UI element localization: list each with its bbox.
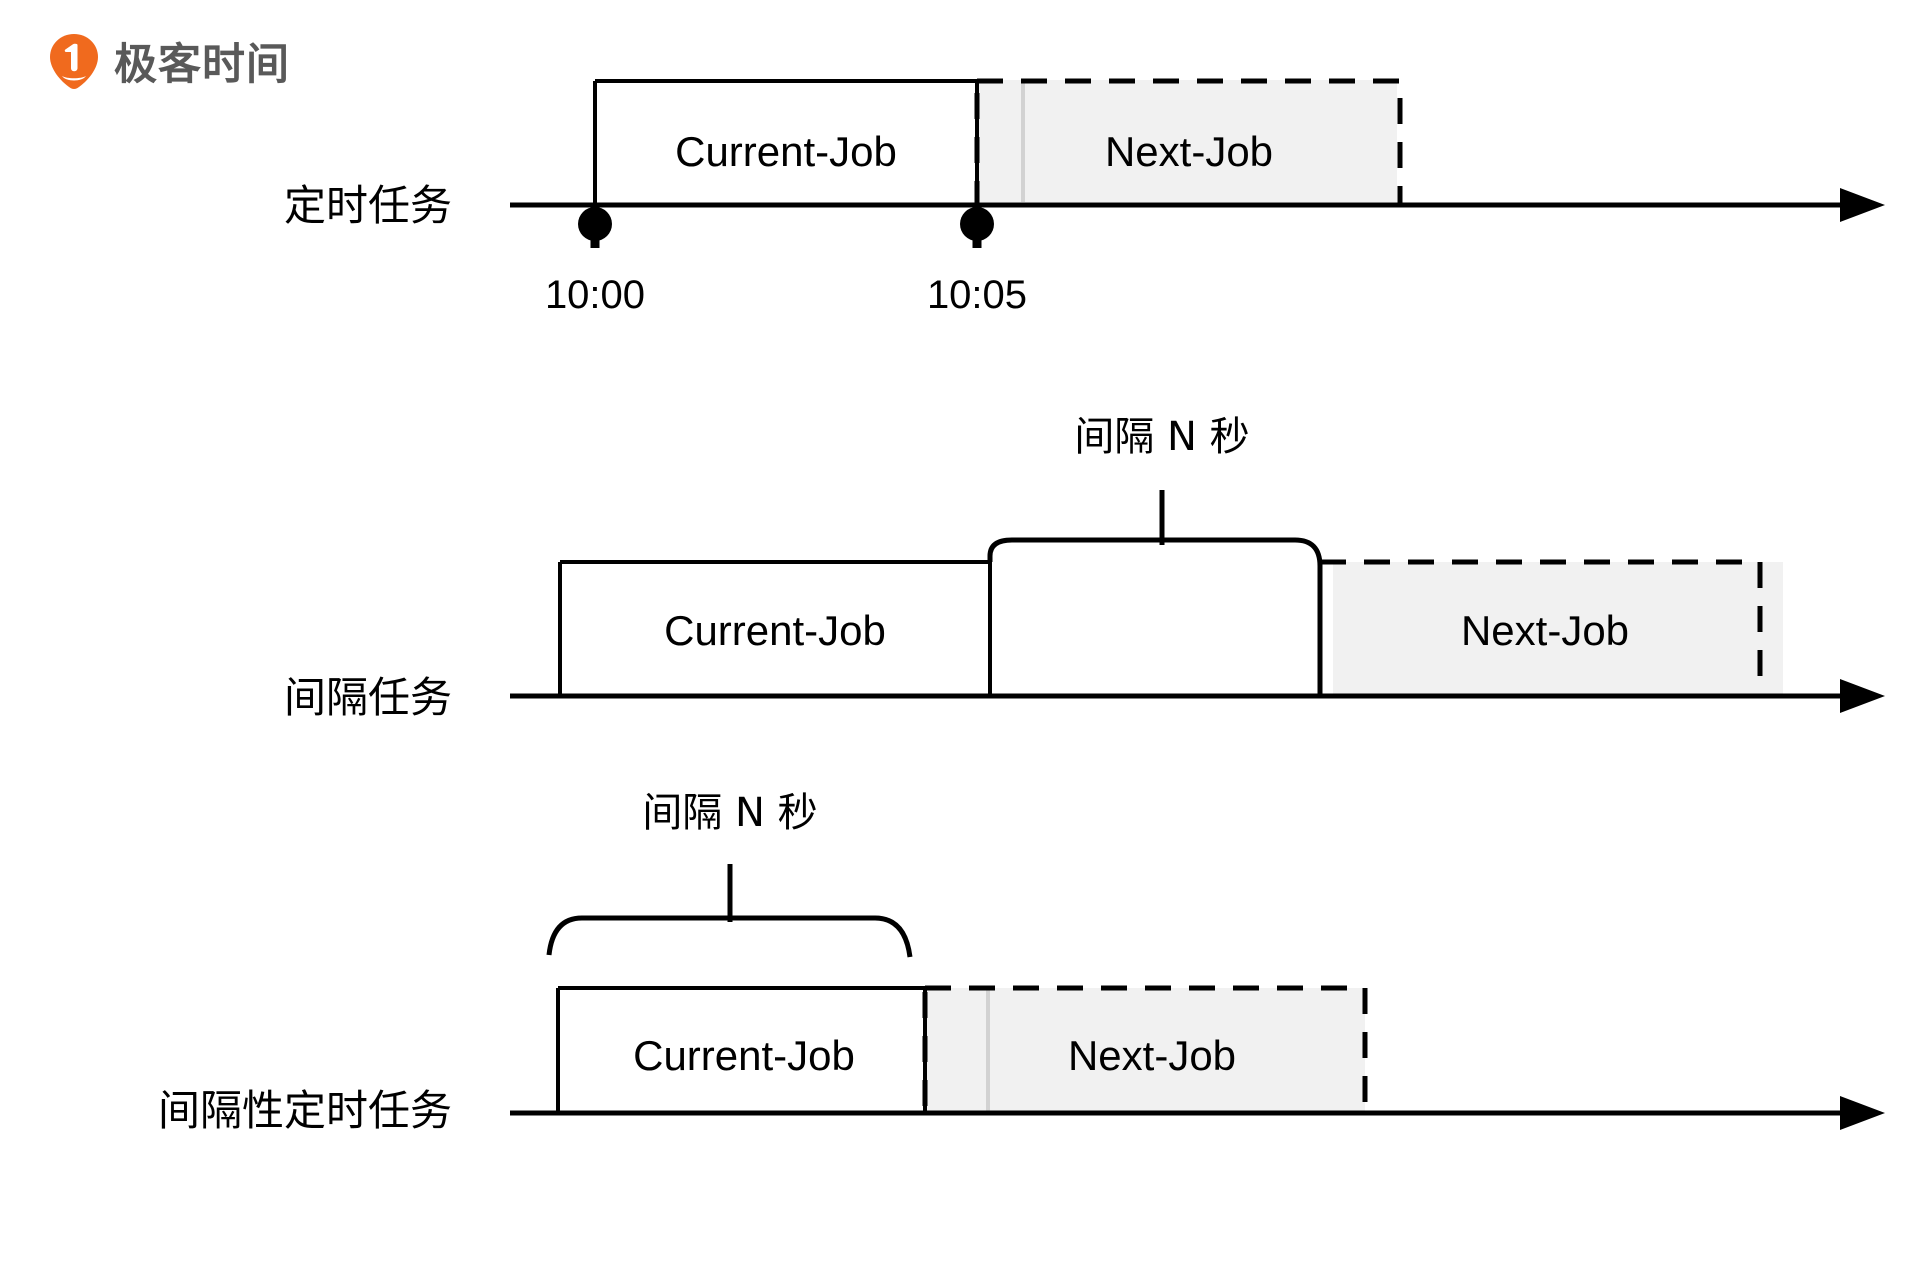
row3-label: 间隔性定时任务 — [158, 1086, 452, 1135]
geektime-pin-icon — [50, 34, 98, 89]
row2-axis-arrow-icon — [1840, 679, 1885, 713]
row2-interval-label: 间隔 N 秒 — [1074, 414, 1249, 460]
row2-current-job-box — [558, 560, 992, 696]
row2-current-job-label: Current-Job — [664, 607, 886, 654]
row2-label: 间隔任务 — [284, 673, 452, 722]
row1-next-job-label: Next-Job — [1105, 128, 1273, 175]
row1-current-job-label: Current-Job — [675, 128, 897, 175]
row3-interval-label: 间隔 N 秒 — [642, 790, 817, 836]
row1-label: 定时任务 — [284, 181, 452, 230]
row1-tick-marker — [960, 205, 994, 248]
row3-next-job-fill — [925, 988, 1365, 1113]
row3-axis-arrow-icon — [1840, 1096, 1885, 1130]
row1-axis-arrow-icon — [1840, 188, 1885, 222]
brand-logo: 极客时间 — [48, 30, 290, 92]
row3-interval-bracket — [546, 915, 913, 958]
brand-name: 极客时间 — [114, 40, 290, 90]
row-cron-task: 定时任务 Current-Job Next-Job 10:00 10:05 — [284, 78, 1885, 317]
row-interval-task: 间隔任务 Current-Job Next-Job 间隔 N 秒 — [284, 414, 1885, 722]
row2-next-job-fill — [1333, 562, 1783, 696]
row1-tick-label-next: 10:05 — [927, 273, 1027, 317]
row1-tick-label-start: 10:00 — [545, 273, 645, 317]
row3-current-job-label: Current-Job — [633, 1032, 855, 1079]
row2-interval-bracket — [987, 537, 1323, 696]
row1-next-job-fill — [977, 80, 1397, 202]
row2-next-job-label: Next-Job — [1461, 607, 1629, 654]
row-interval-cron-task: 间隔性定时任务 Current-Job Next-Job 间隔 N 秒 — [158, 790, 1885, 1135]
row3-next-job-label: Next-Job — [1068, 1032, 1236, 1079]
row1-tick-marker — [578, 205, 612, 248]
